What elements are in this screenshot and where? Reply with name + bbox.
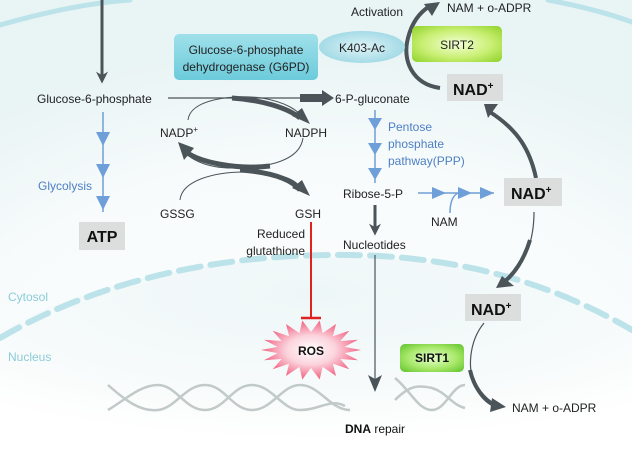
cell-membrane-right <box>545 0 632 25</box>
nad-synthesis-head-3 <box>480 187 494 199</box>
k403-label: K403-Ac <box>339 41 385 55</box>
dna-strand-a <box>107 383 351 412</box>
sirt2-label: SIRT2 <box>440 38 474 52</box>
atp-label: ATP <box>87 229 118 246</box>
ribose-5-p-label: Ribose-5-P <box>343 187 403 201</box>
nucleotides-label: Nucleotides <box>343 238 406 252</box>
nadp-regeneration-arrow <box>184 149 271 170</box>
cytosol-label: Cytosol <box>8 290 48 304</box>
nam-adpr-bottom-label: NAM + o-ADPR <box>512 401 597 415</box>
nucleus-label: Nucleus <box>8 350 51 364</box>
ppp-arrowhead-3 <box>368 168 382 180</box>
dna-repair-label: DNA repair <box>345 422 405 436</box>
page-margin <box>0 440 632 464</box>
nad-nucleus-label: NAD+ <box>471 301 512 319</box>
nad-synthesis-head-2 <box>458 187 472 199</box>
nad-synthesis-arrows <box>418 187 494 214</box>
nad-to-nucleus-arrowhead <box>496 276 514 288</box>
glucose-6-phosphate-label: Glucose-6-phosphate <box>37 92 152 106</box>
nadph-label: NADPH <box>285 126 327 140</box>
sirt1-reaction-arrowhead <box>490 398 506 412</box>
dna-helix <box>107 377 466 412</box>
ros-label: ROS <box>298 344 324 358</box>
nad-top-box <box>447 74 503 101</box>
sirt1-box <box>400 344 464 372</box>
gsh-label: GSH <box>295 207 321 221</box>
ros-starburst <box>261 320 361 380</box>
reduced-glutathione-line2: glutathione <box>246 244 305 258</box>
nam-label: NAM <box>431 215 458 229</box>
nadp-plus-sign: + <box>193 125 198 134</box>
nad-nucleus-plus: + <box>506 301 512 312</box>
nad-top-plus: + <box>488 81 494 92</box>
nad-mid-box <box>504 178 562 206</box>
ppp-label-line1: Pentose <box>388 120 432 134</box>
glycolysis-arrows <box>96 112 110 212</box>
arrow-to-dna-repair-head <box>368 375 382 392</box>
nad-nucleus-box <box>465 294 521 321</box>
6-p-gluconate-label: 6-P-gluconate <box>335 92 410 106</box>
glycolysis-arrowhead-3 <box>96 196 110 210</box>
reduced-glutathione-line1: Reduced <box>257 227 305 241</box>
nadp-text: NADP <box>160 126 193 140</box>
ppp-arrows <box>368 110 382 183</box>
k403-acetylation-ellipse <box>319 31 405 63</box>
cell-membrane-left <box>0 0 133 28</box>
sirt2-activation-arrow <box>404 4 441 90</box>
dna-repair-rest: repair <box>371 422 405 436</box>
arrow-to-6pg-head <box>300 90 334 106</box>
ppp-arrowhead-1 <box>368 118 382 130</box>
nadp-arrowhead <box>178 142 194 160</box>
nad-synthesis-head-1 <box>432 187 446 199</box>
g6pd-label-line2: dehydrogenase (G6PD) <box>183 60 310 74</box>
activation-label: Activation <box>351 5 403 19</box>
nad-to-top-arrow <box>488 110 538 179</box>
dna-strand-d <box>394 385 466 410</box>
nam-input-curve <box>449 192 459 214</box>
glycolysis-arrowhead-1 <box>96 132 110 146</box>
atp-box <box>79 222 125 250</box>
nuclear-envelope <box>0 251 632 341</box>
dna-strand-b <box>107 383 346 412</box>
sirt2-activation-arrowhead <box>424 2 440 16</box>
ros-burst: ROS <box>261 320 361 380</box>
g6pd-enzyme-box <box>174 34 318 80</box>
nadp-thin-curve <box>187 96 304 121</box>
ppp-arrowhead-2 <box>368 143 382 155</box>
dna-repair-bold: DNA <box>345 422 371 436</box>
nadph-arrowhead <box>292 108 310 124</box>
nad-mid-plus: + <box>546 185 552 196</box>
glycolysis-arrowhead-2 <box>96 164 110 178</box>
nad-mid-label: NAD+ <box>511 185 552 203</box>
nam-adpr-top-label: NAM + o-ADPR <box>447 1 532 15</box>
g6pd-label-line1: Glucose-6-phosphate <box>189 43 304 57</box>
ppp-label-line3: pathway(PPP) <box>388 154 465 168</box>
nad-mid-text: NAD <box>511 186 546 203</box>
sirt2-box <box>412 26 502 62</box>
nad-to-top-arrowhead <box>484 104 498 118</box>
gssg-label: GSSG <box>160 207 195 221</box>
nad-top-label: NAD+ <box>453 81 494 99</box>
nad-top-text: NAD <box>453 82 488 99</box>
nadp-plus-label: NADP+ <box>160 125 198 140</box>
gsh-arrowhead <box>292 180 310 196</box>
glycolysis-label: Glycolysis <box>38 179 92 193</box>
sirt1-label: SIRT1 <box>415 351 449 365</box>
ppp-label-line2: phosphate <box>388 137 444 151</box>
nad-nucleus-text: NAD <box>471 302 506 319</box>
